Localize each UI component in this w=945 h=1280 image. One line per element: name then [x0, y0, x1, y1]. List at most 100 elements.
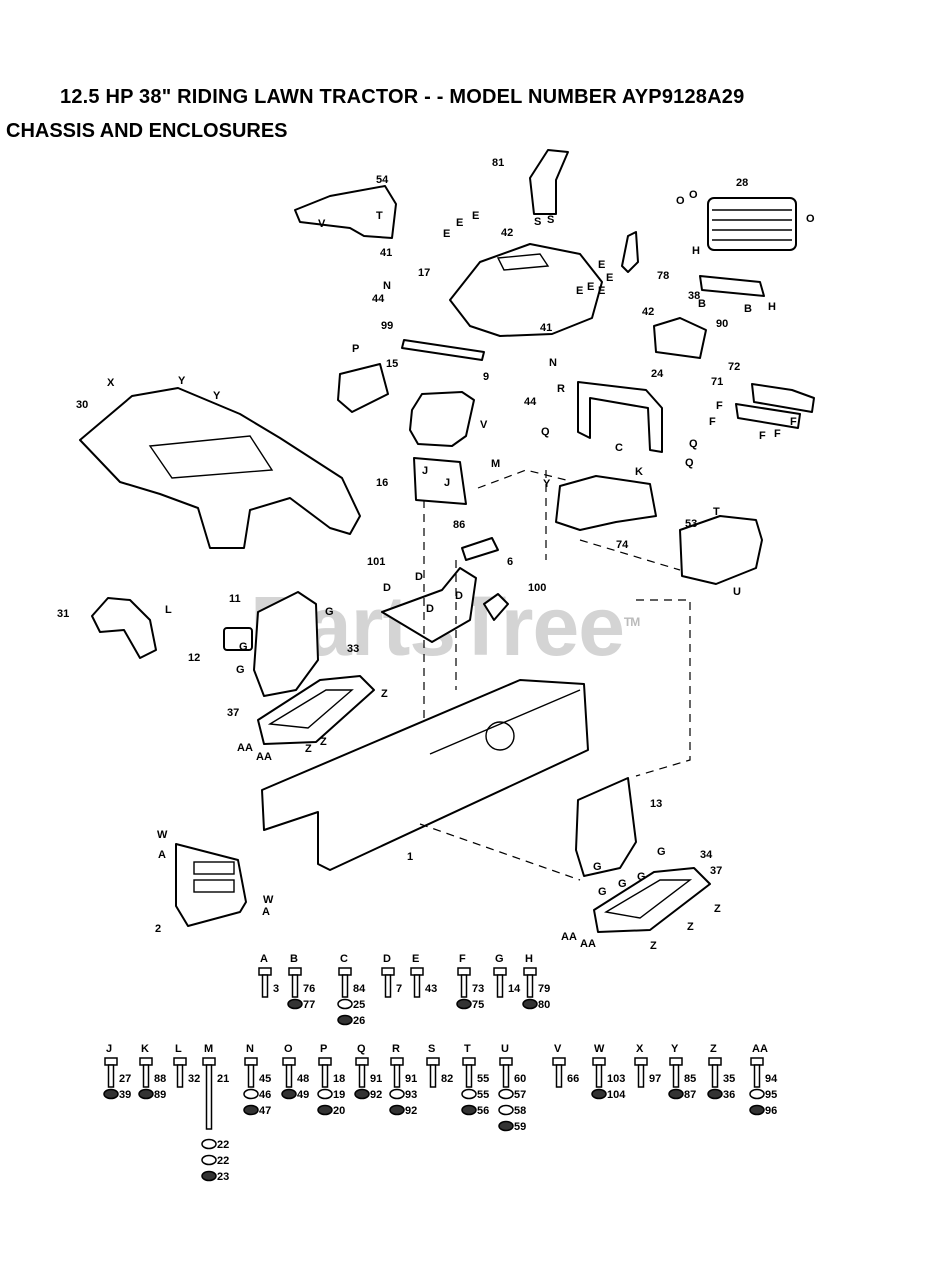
letter-ref-lY1: Y [178, 375, 186, 387]
hardware-letter-F: F [459, 953, 466, 965]
hardware-group-V: V 66 [552, 1043, 579, 1088]
part-13-side-panel [575, 777, 637, 877]
letter-ref-lAA2: AA [256, 751, 272, 763]
bolt-head-icon [708, 1057, 722, 1066]
bolt-shank-icon [247, 1064, 255, 1088]
washer-nut-icon [138, 1088, 154, 1100]
hardware-part-T-0: 55 [477, 1073, 489, 1085]
bolt-shank-icon [341, 974, 349, 998]
hardware-letter-AA: AA [752, 1043, 768, 1055]
callout-c72: 72 [728, 361, 740, 373]
hardware-part-O-1: 49 [297, 1089, 309, 1101]
hardware-part-V-0: 66 [567, 1073, 579, 1085]
hardware-part-T-2: 56 [477, 1105, 489, 1117]
bolt-shank-icon [496, 974, 504, 998]
hardware-letter-B: B [290, 953, 298, 965]
hardware-part-U-1: 57 [514, 1089, 526, 1101]
letter-ref-lG6: G [618, 878, 627, 890]
hardware-group-S: S82 [426, 1043, 453, 1088]
part-28-grille [707, 197, 797, 251]
hardware-part-Y-0: 85 [684, 1073, 696, 1085]
washer-nut-icon [243, 1088, 259, 1100]
callout-c53: 53 [685, 518, 697, 530]
hardware-part-M-3: 23 [217, 1171, 229, 1183]
letter-ref-lO2: O [689, 189, 698, 201]
hardware-letter-S: S [428, 1043, 435, 1055]
hardware-legend: A3B7677C842526D7E43F7375G14H7980J2739K88… [103, 953, 778, 1183]
bolt-shank-icon [595, 1064, 603, 1088]
letter-ref-lB1: B [698, 298, 706, 310]
page-title: 12.5 HP 38" RIDING LAWN TRACTOR - - MODE… [60, 86, 745, 108]
letter-ref-lD2: D [415, 571, 423, 583]
letter-ref-lG7: G [637, 871, 646, 883]
hardware-part-D-0: 7 [396, 983, 402, 995]
hardware-letter-E: E [412, 953, 419, 965]
part-71-step-plate [735, 403, 801, 429]
washer-nut-icon [287, 998, 303, 1010]
hardware-letter-M: M [204, 1043, 213, 1055]
letter-ref-lZ6: Z [650, 940, 657, 952]
bolt-shank-icon [142, 1064, 150, 1088]
letter-ref-lF1: F [716, 400, 723, 412]
hardware-part-H-0: 79 [538, 983, 550, 995]
letter-ref-lT2: T [713, 506, 720, 518]
letter-ref-lE1: E [443, 228, 450, 240]
callout-c1: 1 [407, 851, 413, 863]
letter-ref-lA2: A [262, 906, 270, 918]
bolt-shank-icon [358, 1064, 366, 1088]
washer-nut-icon [456, 998, 472, 1010]
hardware-part-H-1: 80 [538, 999, 550, 1011]
bolt-head-icon [390, 1057, 404, 1066]
part-81-bracket [529, 149, 569, 215]
bolt-shank-icon [672, 1064, 680, 1088]
part-31-bracket [91, 597, 157, 659]
callout-c101: 101 [367, 556, 385, 568]
part-9-console [409, 391, 475, 447]
bolt-shank-icon [384, 974, 392, 998]
letter-ref-lW2: W [263, 894, 274, 906]
hardware-part-J-0: 27 [119, 1073, 131, 1085]
letter-ref-lM1: M [491, 458, 500, 470]
callout-c81: 81 [492, 157, 504, 169]
hardware-part-AA-0: 94 [765, 1073, 778, 1085]
washer-nut-icon [461, 1104, 477, 1116]
hardware-letter-V: V [554, 1043, 562, 1055]
bolt-shank-icon [205, 1064, 213, 1130]
part-33-footrest-left [257, 675, 375, 745]
washer-nut-icon [337, 998, 353, 1010]
callout-c30: 30 [76, 399, 88, 411]
bolt-shank-icon [711, 1064, 719, 1088]
letter-ref-lD1: D [383, 582, 391, 594]
part-54-dash-panel [294, 185, 397, 239]
washer-nut-icon [591, 1088, 607, 1100]
bolt-shank-icon [637, 1064, 645, 1088]
hardware-part-N-2: 47 [259, 1105, 271, 1117]
letter-ref-lS2: S [547, 214, 554, 226]
bolt-head-icon [462, 1057, 476, 1066]
letter-ref-lF2: F [709, 416, 716, 428]
letter-ref-lT1: T [376, 210, 383, 222]
hardware-part-T-1: 55 [477, 1089, 489, 1101]
part-11-panel [253, 591, 319, 697]
hardware-letter-W: W [594, 1043, 605, 1055]
washer-nut-icon [317, 1088, 333, 1100]
bolt-shank-icon [176, 1064, 184, 1088]
letter-ref-lJ2: J [444, 477, 450, 489]
bolt-head-icon [104, 1057, 118, 1066]
callout-c37b: 37 [710, 865, 722, 877]
hardware-part-P-1: 19 [333, 1089, 345, 1101]
letter-ref-lQ3: Q [685, 457, 694, 469]
bolt-shank-icon [429, 1064, 437, 1088]
hardware-part-U-0: 60 [514, 1073, 526, 1085]
bolt-shank-icon [526, 974, 534, 998]
washer-nut-icon [354, 1088, 370, 1100]
bolt-head-icon [523, 967, 537, 976]
hardware-part-X-0: 97 [649, 1073, 661, 1085]
callout-c34: 34 [700, 849, 713, 861]
bolt-head-icon [499, 1057, 513, 1066]
callout-c100: 100 [528, 582, 546, 594]
washer-nut-icon [243, 1104, 259, 1116]
